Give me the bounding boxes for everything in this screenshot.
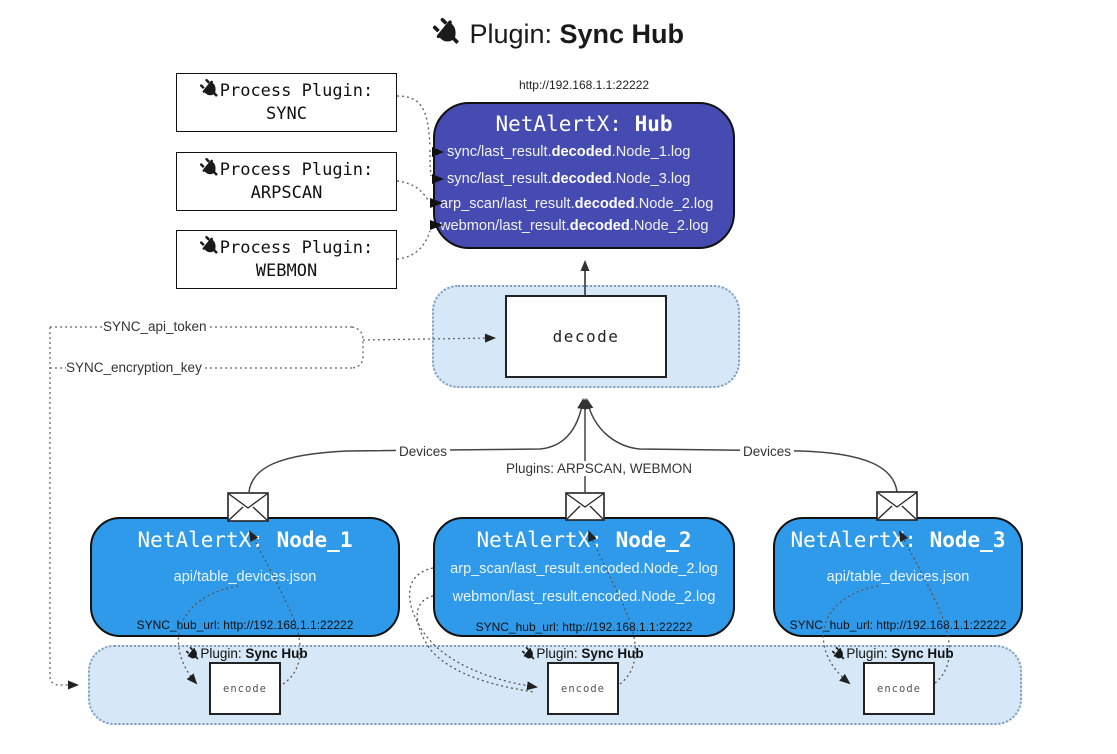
plug-icon — [427, 12, 468, 53]
edge-process-plugins-to-hub — [396, 95, 432, 260]
node-file: arp_scan/last_result.encoded.Node_2.log — [450, 561, 718, 577]
label-sync-api-token: SYNC_api_token — [103, 319, 207, 334]
edge-sync-to-hub-1 — [396, 95, 431, 147]
process-plugin-name: SYNC — [266, 104, 307, 124]
edge-label-devices-right: Devices — [740, 444, 795, 459]
edge-key-to-encode-panel — [49, 327, 79, 690]
hub-title: NetAlertX: Hub — [433, 112, 735, 136]
node-title: NetAlertX: Node_1 — [137, 528, 353, 552]
diagram-title: Plugin: Sync Hub — [0, 18, 1117, 50]
node-box-node-1 — [90, 517, 400, 637]
node-title: NetAlertX: Node_3 — [790, 528, 1006, 552]
edge-label-plugins: Plugins: ARPSCAN, WEBMON — [503, 461, 692, 476]
process-plugin-box-sync: Process Plugin: SYNC — [176, 73, 397, 132]
node-hub-url: SYNC_hub_url: http://192.168.1.1:22222 — [789, 618, 1007, 632]
node-title: NetAlertX: Node_2 — [476, 528, 692, 552]
edge-token-bracket — [351, 326, 364, 369]
hub-box — [433, 102, 735, 249]
encode-box: encode — [209, 662, 281, 715]
edge-webmon-to-hub — [396, 230, 431, 260]
edge-label-devices-left: Devices — [396, 444, 451, 459]
encoder-label: Plugin: Sync Hub — [167, 646, 327, 664]
hub-title-name: Hub — [634, 112, 673, 136]
process-plugin-box-arpscan: Process Plugin: ARPSCAN — [176, 152, 397, 211]
encode-box: encode — [863, 662, 935, 715]
hub-url: http://192.168.1.1:22222 — [518, 78, 650, 92]
process-plugin-name: ARPSCAN — [250, 183, 323, 203]
title-label: Plugin: — [469, 19, 560, 49]
node-hub-url: SYNC_hub_url: http://192.168.1.1:22222 — [475, 620, 693, 634]
hub-log-line: sync/last_result.decoded.Node_3.log — [447, 171, 691, 187]
node-file: api/table_devices.json — [826, 569, 970, 585]
edge-sync-to-hub-2 — [429, 149, 432, 177]
process-plugin-box-webmon: Process Plugin: WEBMON — [176, 230, 397, 289]
title-name: Sync Hub — [559, 19, 685, 49]
hub-log-line: webmon/last_result.decoded.Node_2.log — [440, 218, 709, 234]
process-plugin-label: Process Plugin: — [177, 236, 396, 258]
encode-box: encode — [547, 662, 619, 715]
label-sync-encryption-key: SYNC_encryption_key — [66, 360, 202, 375]
hub-log-line: sync/last_result.decoded.Node_1.log — [447, 144, 691, 160]
hub-log-line: arp_scan/last_result.decoded.Node_2.log — [440, 196, 714, 212]
edge-arpscan-to-hub — [396, 180, 429, 201]
node-file: api/table_devices.json — [173, 569, 317, 585]
process-plugin-label: Process Plugin: — [177, 158, 396, 180]
process-plugin-label: Process Plugin: — [177, 79, 396, 101]
encoder-label: Plugin: Sync Hub — [813, 646, 973, 664]
node-box-node-3 — [773, 517, 1023, 637]
node-file: webmon/last_result.encoded.Node_2.log — [452, 589, 716, 605]
hub-title-prefix: NetAlertX: — [495, 112, 635, 136]
decode-box: decode — [505, 295, 667, 378]
encoder-label: Plugin: Sync Hub — [503, 646, 663, 664]
process-plugin-name: WEBMON — [255, 261, 318, 281]
node-hub-url: SYNC_hub_url: http://192.168.1.1:22222 — [136, 618, 354, 632]
